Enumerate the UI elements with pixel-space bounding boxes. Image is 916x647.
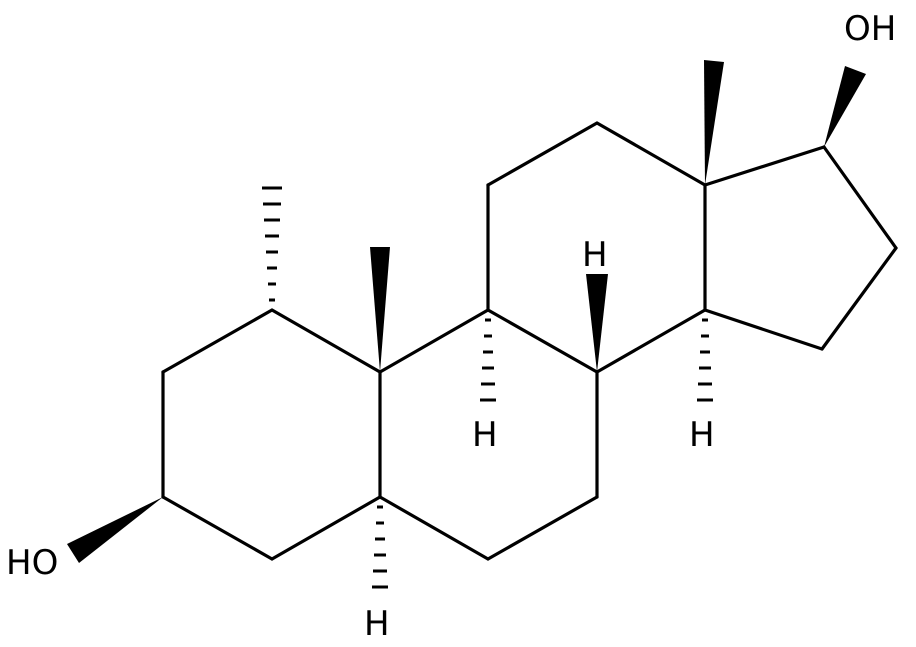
ring-d <box>703 145 898 351</box>
hash-c1-methyl <box>262 186 282 302</box>
bond-c17-c16 <box>822 145 898 250</box>
bond-c10-c9 <box>378 308 490 374</box>
bond-c6-c5 <box>378 495 490 561</box>
wedge-c10-methyl <box>370 247 390 372</box>
bond-c13-c17 <box>703 145 826 187</box>
bond-c3-c4 <box>161 495 274 561</box>
bond-c7-c6 <box>486 495 599 561</box>
ring-a <box>161 308 382 561</box>
bond-c4-c5 <box>270 495 382 561</box>
bond-c11-c12 <box>486 121 599 187</box>
wedge-c8-h <box>586 274 608 372</box>
wedge-c17-oh <box>824 66 866 147</box>
hash-c14-h <box>697 318 713 402</box>
ring-b <box>378 308 599 561</box>
label-h-c8: H <box>582 235 608 275</box>
bond-c14-c8 <box>595 308 707 374</box>
bond-c15-c14 <box>703 308 824 351</box>
bond-c9-c8 <box>486 308 599 374</box>
label-h-c9: H <box>472 415 498 455</box>
hash-c9-h <box>480 318 496 402</box>
bond-c16-c15 <box>820 246 898 351</box>
bond-c1-c2 <box>161 308 274 374</box>
label-h-c5: H <box>364 604 390 644</box>
wedge-c13-methyl <box>704 60 724 185</box>
label-oh-top: OH <box>844 9 896 49</box>
bond-c12-c13 <box>595 121 707 187</box>
wedge-c3-ho <box>67 497 163 563</box>
label-ho-left: HO <box>6 543 58 583</box>
bond-c10-c1 <box>270 308 382 374</box>
hash-c5-h <box>372 505 388 589</box>
label-h-c14: H <box>689 415 715 455</box>
ring-c <box>486 121 707 374</box>
